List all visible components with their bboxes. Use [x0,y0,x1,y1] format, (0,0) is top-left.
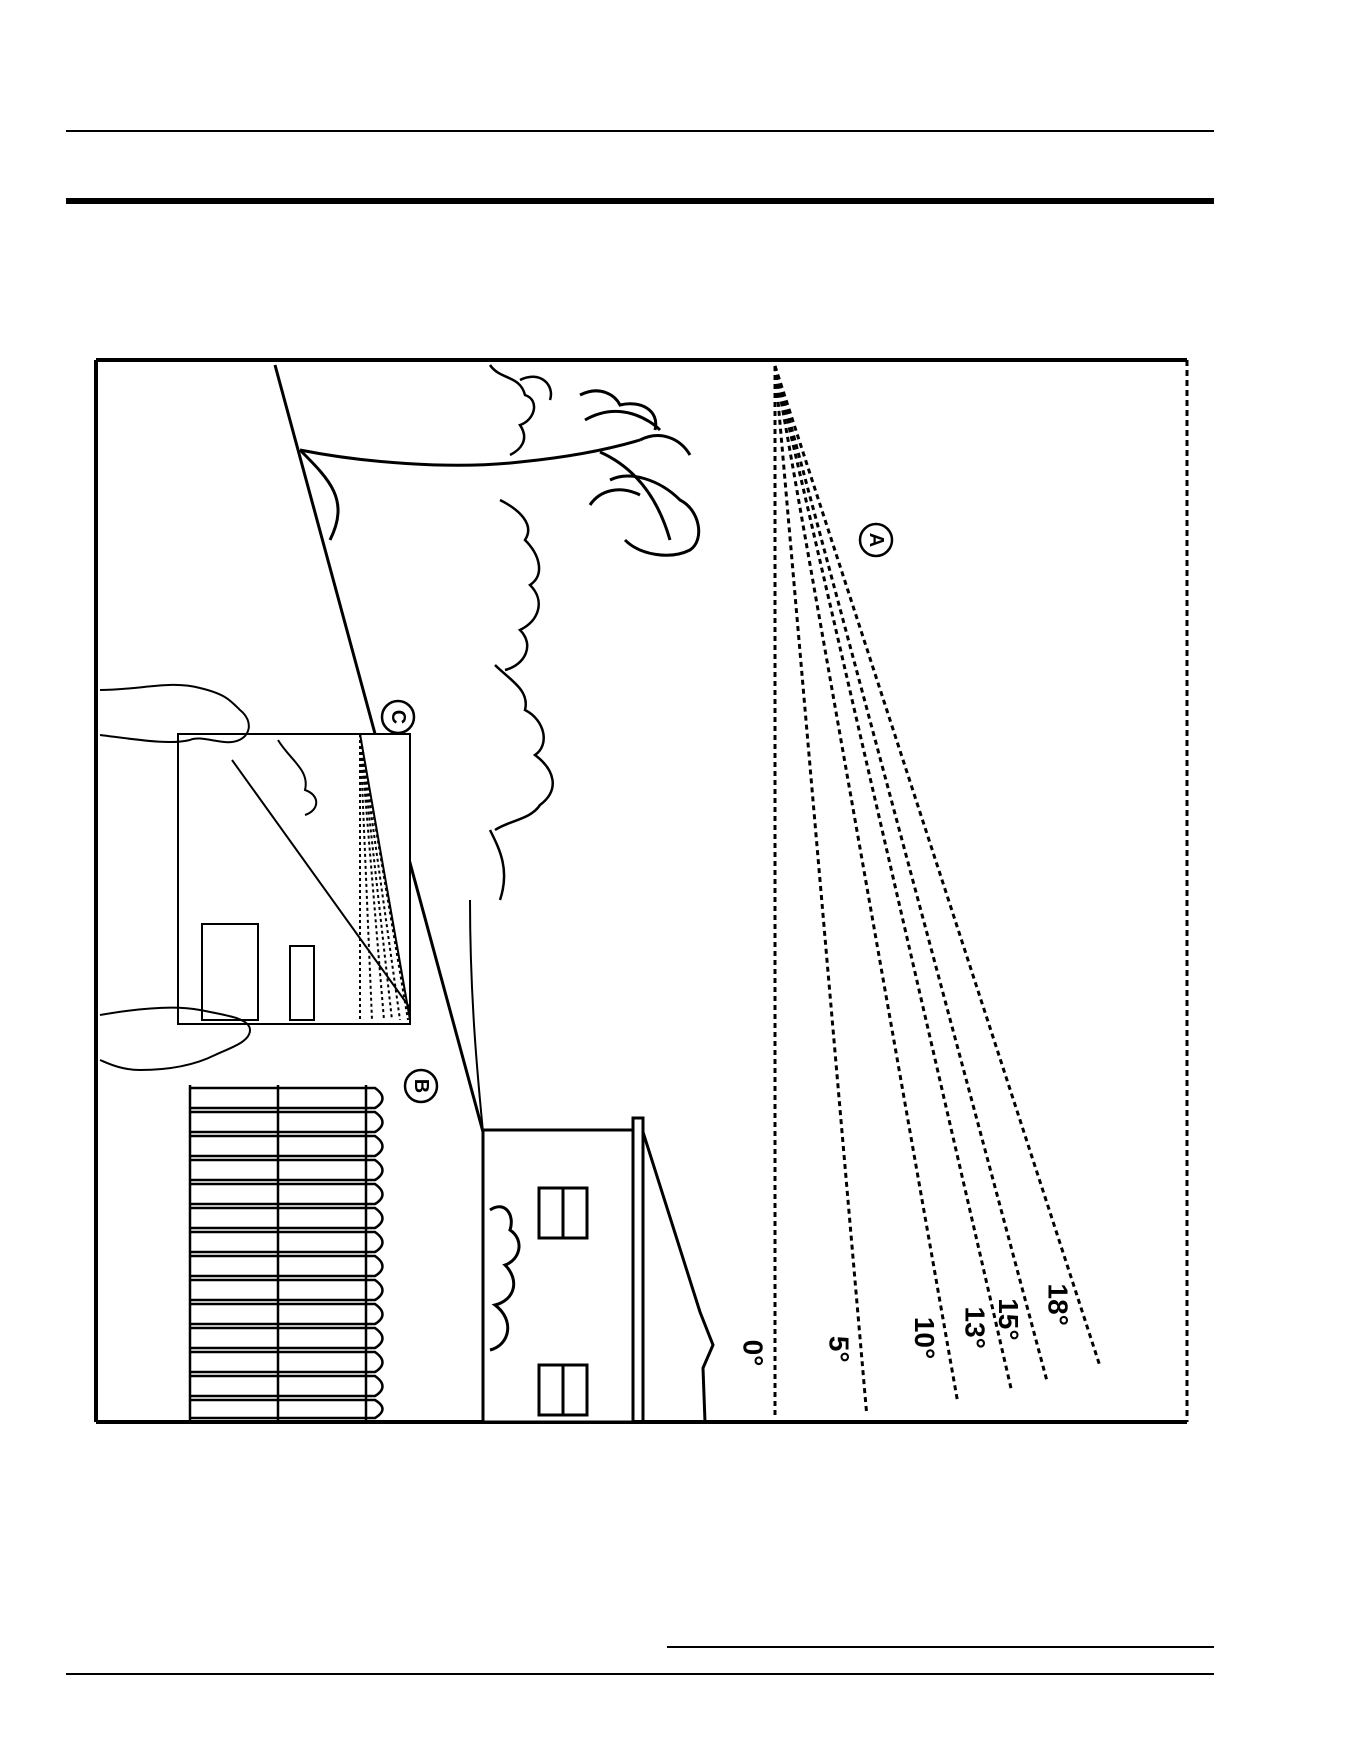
slope-label-18: 18° [1042,1284,1073,1326]
slope-label-15: 15° [993,1298,1024,1340]
slope-labels: 0° 5° 10° 13°15° 18° [738,1284,1074,1367]
callout-c-label: C [387,710,409,724]
callout-a-label: A [865,533,887,547]
callout-a: A [860,524,892,556]
slope-lines [775,366,1099,1416]
slope-line-5 [775,366,867,1412]
slope-label-10: 10° [909,1317,940,1359]
house [483,1118,713,1422]
callout-b: B [405,1070,437,1102]
slope-label-13: 13° [960,1307,991,1349]
hand-held-gauge-card [100,685,410,1070]
bushes [490,365,553,900]
slope-label-0: 0° [738,1340,769,1367]
callout-c: C [382,701,414,733]
slope-line-10 [775,366,957,1400]
slope-line-13 [775,366,1011,1389]
slope-line-15 [775,366,1047,1380]
tree [300,391,699,555]
fence [190,1085,383,1422]
callout-b-label: B [410,1079,432,1093]
slope-line-18 [775,366,1099,1365]
slope-label-5: 5° [824,1336,855,1363]
